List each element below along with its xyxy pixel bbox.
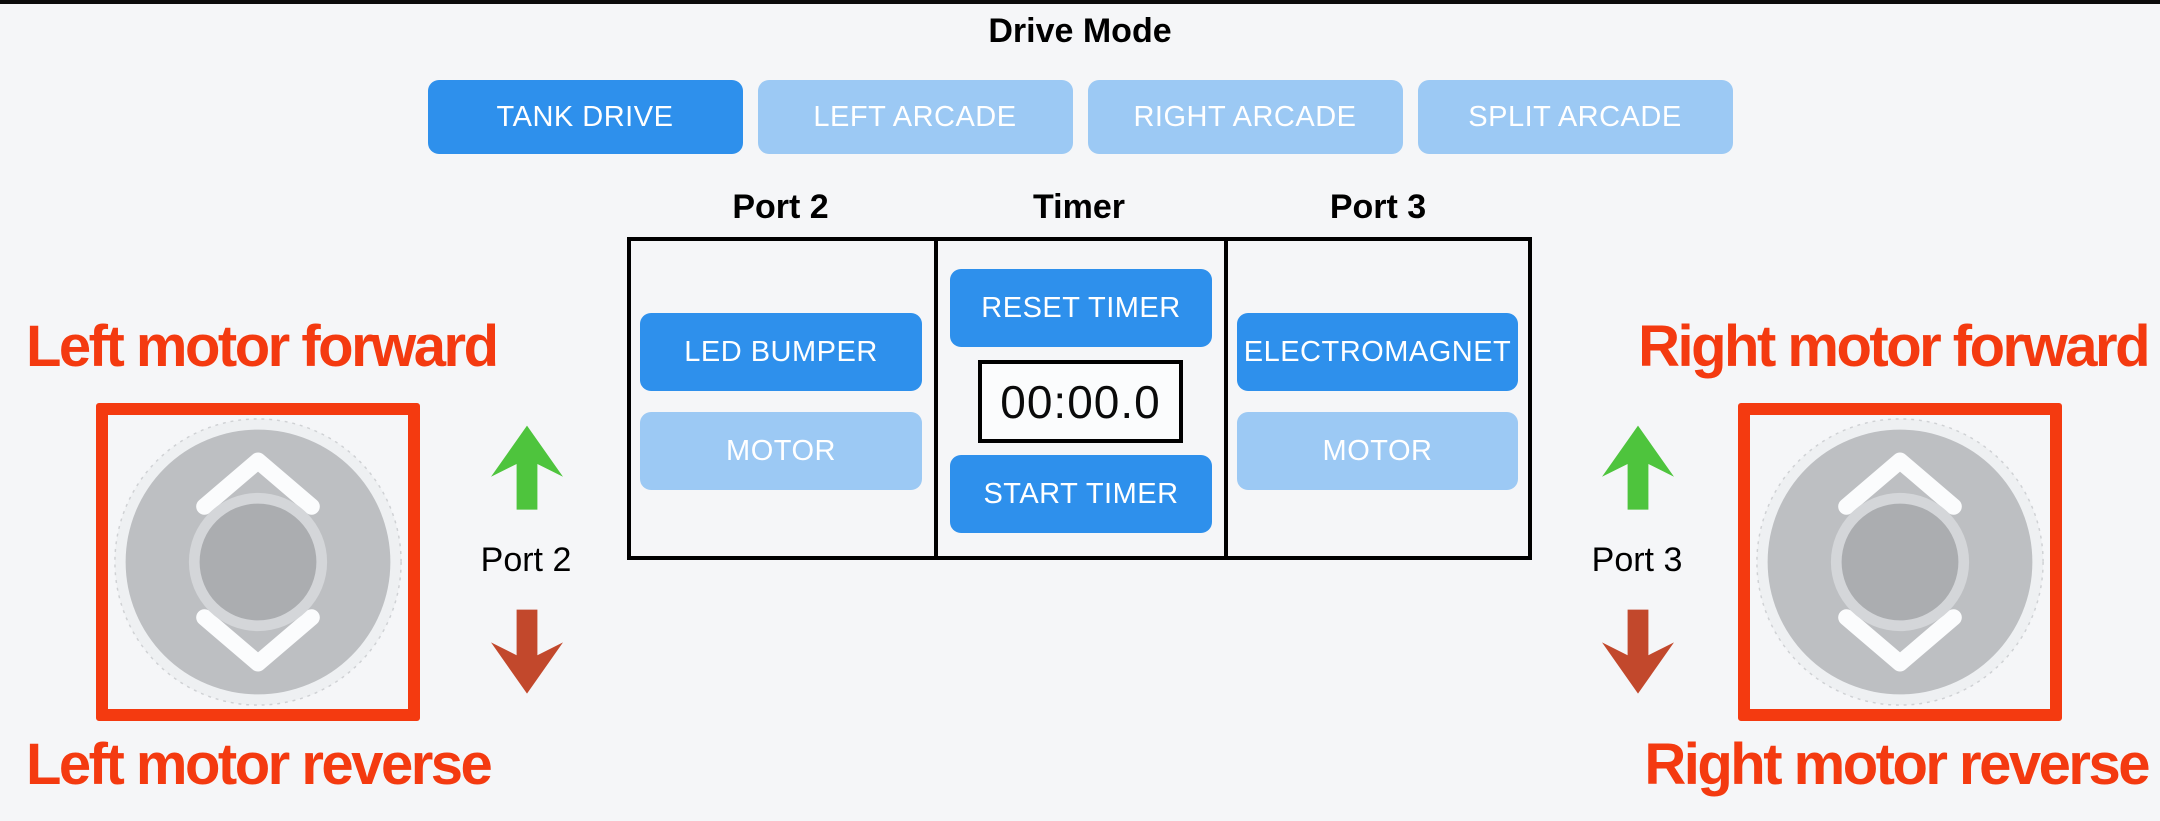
down-chevron-icon — [1838, 609, 1962, 672]
electromagnet-button[interactable]: ELECTROMAGNET — [1237, 313, 1518, 391]
drive-mode-title: Drive Mode — [988, 12, 1172, 50]
reset-timer-button[interactable]: RESET TIMER — [950, 269, 1212, 347]
led-bumper-button[interactable]: LED BUMPER — [640, 313, 922, 391]
right-port-label: Port 3 — [1591, 541, 1683, 579]
up-chevron-icon — [1838, 452, 1962, 515]
device-panel: LED BUMPER MOTOR RESET TIMER 00:00.0 STA… — [627, 237, 1532, 560]
right-joystick[interactable] — [1754, 416, 2046, 708]
start-timer-button[interactable]: START TIMER — [950, 455, 1212, 533]
joystick-knob[interactable] — [199, 503, 317, 621]
left-joystick[interactable] — [112, 416, 404, 708]
left-arcade-button[interactable]: LEFT ARCADE — [757, 80, 1073, 154]
right-arcade-button[interactable]: RIGHT ARCADE — [1087, 80, 1403, 154]
top-border — [0, 0, 2160, 4]
left-port-label: Port 2 — [480, 541, 572, 579]
up-arrow-icon — [491, 425, 563, 510]
down-chevron-icon — [196, 609, 320, 672]
panel-headers: Port 2 Timer Port 3 — [627, 188, 1532, 227]
right-motor-forward-label: Right motor forward — [1638, 314, 2150, 379]
up-arrow-icon — [1602, 425, 1674, 510]
joystick-knob[interactable] — [1841, 503, 1959, 621]
down-arrow-icon — [491, 609, 563, 694]
drive-mode-button-group: TANK DRIVE LEFT ARCADE RIGHT ARCADE SPLI… — [0, 80, 2160, 154]
panel-divider-right — [1224, 241, 1228, 556]
right-motor-reverse-label: Right motor reverse — [1644, 732, 2150, 797]
left-joystick-frame — [96, 403, 420, 721]
panel-divider-left — [934, 241, 938, 556]
port2-header: Port 2 — [732, 188, 829, 226]
up-chevron-icon — [196, 452, 320, 515]
port2-motor-button[interactable]: MOTOR — [640, 412, 922, 490]
down-arrow-icon — [1602, 609, 1674, 694]
split-arcade-button[interactable]: SPLIT ARCADE — [1417, 80, 1733, 154]
left-motor-forward-label: Left motor forward — [26, 314, 499, 379]
right-joystick-frame — [1738, 403, 2062, 721]
timer-display: 00:00.0 — [978, 360, 1183, 443]
left-motor-reverse-label: Left motor reverse — [26, 732, 493, 797]
port3-header: Port 3 — [1329, 188, 1427, 226]
port3-motor-button[interactable]: MOTOR — [1237, 412, 1518, 490]
tank-drive-button[interactable]: TANK DRIVE — [427, 80, 743, 154]
timer-header: Timer — [1033, 188, 1125, 226]
